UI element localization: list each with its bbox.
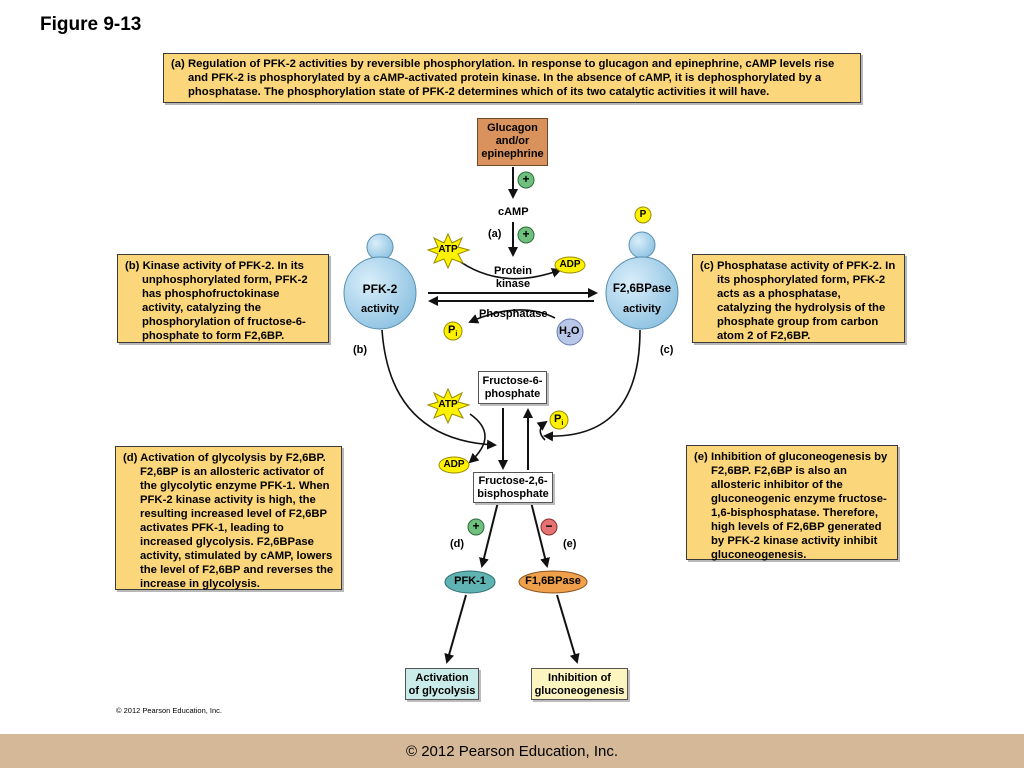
caption-box-a: (a) Regulation of PFK-2 activities by re… [163,53,861,103]
activation-line-2: of glycolysis [408,685,476,697]
glucagon-line-3: epinephrine [481,148,544,160]
pfk2-label: PFK-2 activity [344,279,416,319]
f26bpase-activity: activity [623,303,661,315]
pi-label-top: Pi [448,324,457,338]
f26bpase-enzyme-shape [605,206,679,330]
caption-c-body: In its phosphorylated form, PFK-2 acts a… [717,260,896,342]
inhibition-line-2: gluconeogenesis [534,685,625,697]
arrow-f26bp-to-pfk1 [479,501,499,568]
plus-sign-2: + [522,227,530,241]
caption-box-e: (e) Inhibition of gluconeogenesis by F2,… [686,445,898,561]
h2o-h: H [559,325,567,337]
pfk1-label: PFK-1 [454,575,486,587]
f26bp-box: Fructose-2,6- bisphosphate [473,472,553,503]
caption-a-lead: (a) Regulation of PFK-2 activities by re… [171,58,515,70]
glucagon-box: Glucagon and/or epinephrine [477,118,548,166]
arrow-pfk2-to-f26bp [381,329,497,450]
caption-a-body: In response to glucagon and epinephrine,… [188,58,835,98]
inhibition-gluconeogenesis-box: Inhibition of gluconeogenesis [531,668,628,700]
label-b: (b) [353,344,368,356]
adp-label-top: ADP [559,259,581,270]
small-copyright: © 2012 Pearson Education, Inc. [116,706,223,715]
pi-subscript-top: i [455,331,458,339]
protein-kinase-label: Protein kinase [484,265,542,291]
pi-letter-lower: P [554,413,562,425]
label-a: (a) [488,228,502,240]
protein-kinase-line-1: Protein [494,265,532,277]
activation-glycolysis-box: Activation of glycolysis [405,668,479,700]
pi-label-lower: Pi [554,413,563,427]
activation-line-1: Activation [415,672,469,684]
f6p-line-2: phosphate [484,388,541,400]
caption-d-body: F2,6BP is an allosteric activator of the… [140,466,334,590]
pfk1-oval [444,570,496,594]
inhibition-line-1: Inhibition of [548,672,611,684]
caption-box-d: (d) Activation of glycolysis by F2,6BP. … [115,446,342,590]
pi-circle-lower [549,410,569,430]
h2o-circle [556,318,584,346]
caption-box-c: (c) Phosphatase activity of PFK-2. In it… [692,254,905,343]
f26bp-line-1: Fructose-2,6- [478,475,548,487]
caption-e-lead: (e) Inhibition of gluconeogenesis by F2,… [694,451,888,477]
f16bpase-label: F1,6BPase [525,575,581,587]
arrow-atp-adp-lower [468,413,486,464]
plus-circle-2 [517,226,535,244]
caption-b-body: In its unphosphorylated form, PFK-2 has … [142,260,308,342]
protein-kinase-line-2: kinase [495,278,531,290]
caption-d-lead: (d) Activation of glycolysis by F2,6BP. [123,452,326,464]
pfk2-enzyme-shape [343,233,417,330]
atp-label-top: ATP [438,244,458,255]
f26bp-line-2: bisphosphate [477,488,549,500]
f26bpase-name: F2,6BPase [612,283,672,295]
adp-label-lower: ADP [443,459,465,470]
caption-box-b: (b) Kinase activity of PFK-2. In its unp… [117,254,329,343]
plus-sign-1: + [522,172,530,186]
arrow-atp-adp-top [454,257,562,280]
arrow-f26bp-to-f16bpase [530,501,550,568]
atp-burst-top [426,232,471,270]
h2o-o: O [570,325,580,337]
h2o-sub: 2 [566,332,571,340]
adp-oval-lower [438,456,470,474]
caption-e-body: F2,6BP is also an allosteric inhibitor o… [711,465,887,561]
camp-label: cAMP [498,206,529,218]
glucagon-line-1: Glucagon [487,122,538,134]
plus-sign-d: + [472,519,480,533]
h2o-label: H2O [559,325,579,339]
adp-oval-top [554,256,586,274]
pi-letter-top: P [448,324,456,336]
label-c: (c) [660,344,674,356]
label-d: (d) [450,538,465,550]
glucagon-line-2: and/or [495,135,530,147]
atp-burst-lower [426,387,471,425]
footer-copyright: © 2012 Pearson Education, Inc. [405,743,619,760]
f6p-line-1: Fructose-6- [482,375,543,387]
phospho-p-label: P [639,209,647,220]
arrow-f16bpase-to-inhibition [556,594,580,664]
arrow-phosphatase-pi [468,309,556,324]
caption-c-lead: (c) Phosphatase activity of PFK-2. [700,260,883,272]
f6p-box: Fructose-6- phosphate [478,371,547,404]
minus-sign-e: − [545,519,553,533]
figure-title: Figure 9-13 [40,14,142,35]
pi-circle-top [443,321,463,341]
pi-subscript-lower: i [561,420,564,428]
pfk2-name: PFK-2 [362,282,398,296]
label-e: (e) [563,538,577,550]
phosphatase-label: Phosphatase [479,308,548,320]
f26bpase-label: F2,6BPase activity [601,279,683,319]
arrow-pi-lower [536,420,548,441]
pfk2-activity: activity [361,303,399,315]
caption-b-lead: (b) Kinase activity of PFK-2. [125,260,275,272]
minus-circle-e [540,518,558,536]
arrow-f26bpase-to-pi [543,329,641,442]
pathway-diagram [343,167,679,664]
atp-label-lower: ATP [438,399,458,410]
arrow-pfk1-to-activation [444,594,467,664]
plus-circle-d [467,518,485,536]
footer-bar [0,734,1024,768]
plus-circle-1 [517,171,535,189]
f16bpase-oval [518,570,588,594]
